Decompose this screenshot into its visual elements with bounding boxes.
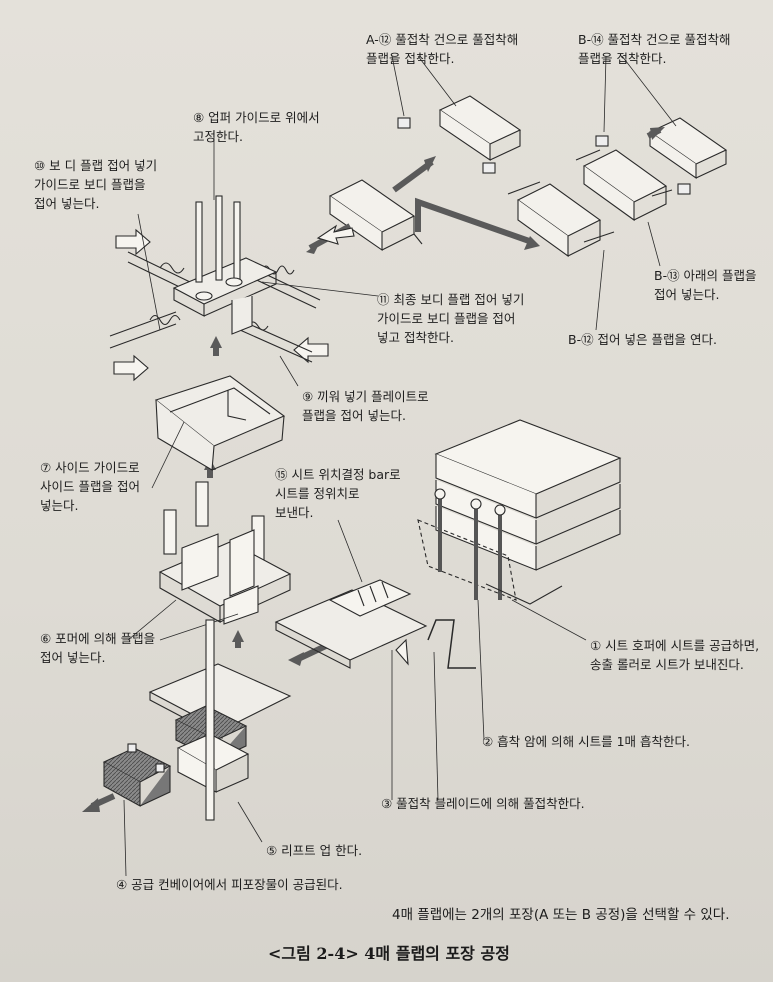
- sheet-positioning: [274, 579, 476, 669]
- sheet-hopper: [417, 419, 622, 605]
- box-step11: [328, 179, 423, 252]
- glue-gun-b: [595, 135, 691, 195]
- figure-note: 4매 플랩에는 2개의 포장(A 또는 B 공정)을 선택할 수 있다.: [392, 907, 730, 923]
- lift-station: [148, 619, 292, 821]
- upper-guide-station: [109, 195, 321, 363]
- label-step2-suction-arm: ② 흡착 암에 의해 시트를 1매 흡착한다.: [482, 734, 690, 749]
- side-guide: [154, 375, 286, 471]
- box-b13: [575, 149, 673, 222]
- label-b12-open-flap: B-⑫ 접어 넣은 플랩을 연다.: [568, 332, 717, 347]
- former-station: [158, 481, 292, 625]
- label-step4-supply-conveyor: ④ 공급 컨베이어에서 피포장물이 공급된다.: [116, 877, 343, 892]
- box-b14: [648, 117, 728, 180]
- label-step5-lift-up: ⑤ 리프트 업 한다.: [266, 843, 363, 858]
- glue-gun-a: [397, 117, 496, 174]
- guide-arrows: [113, 224, 355, 382]
- label-step3-glue-blade: ③ 풀접착 블레이드에 의해 풀접착한다.: [381, 796, 585, 811]
- box-a12: [438, 95, 522, 162]
- figure-caption: <그림 2-4> 4매 플랩의 포장 공정: [268, 944, 510, 963]
- label-step1-sheet-hopper: ① 시트 호퍼에 시트를 공급하면,송출 롤러로 시트가 보내진다.: [590, 638, 760, 672]
- product-on-conveyor: [102, 743, 172, 807]
- box-b12: [507, 181, 615, 258]
